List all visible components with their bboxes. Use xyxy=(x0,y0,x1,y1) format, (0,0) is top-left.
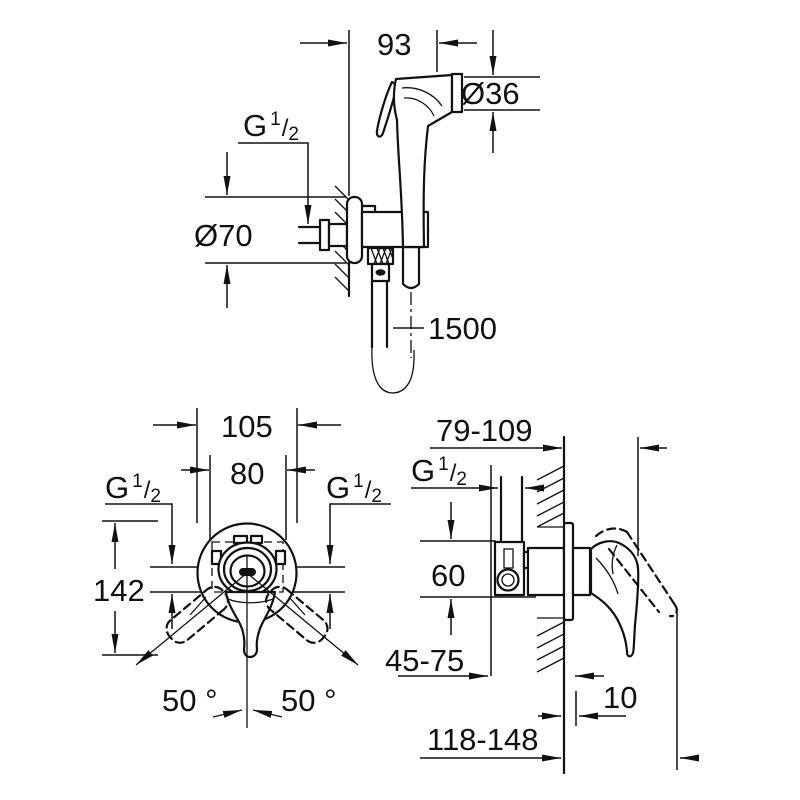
hose-connection xyxy=(366,246,395,283)
wall-section-side xyxy=(536,435,566,775)
angle-50-lines xyxy=(135,556,359,728)
side-port-lines xyxy=(150,566,345,593)
spray-body xyxy=(392,73,454,249)
dim-80-lines xyxy=(181,455,315,540)
dim-1500-label: 1500 xyxy=(428,311,497,346)
dim-60-label: 60 xyxy=(431,558,465,593)
dim-93-lines xyxy=(300,30,477,196)
spray-face-cap xyxy=(450,72,464,114)
valve-body xyxy=(493,540,566,597)
wall-plate xyxy=(345,195,364,265)
dim-45-75-lines xyxy=(398,465,604,680)
dim-118-148-label: 118-148 xyxy=(427,722,538,757)
dim-d36-lines xyxy=(464,30,540,153)
dim-10-lines xyxy=(538,691,626,726)
angle-right-label: 50 ° xyxy=(281,683,337,718)
dim-105-lines xyxy=(153,408,341,523)
dim-10-label: 10 xyxy=(603,680,637,715)
dim-g12-front-leaders xyxy=(105,503,391,629)
dim-79-109-lines xyxy=(430,437,667,556)
spray-trigger xyxy=(375,80,399,138)
spray-handle-end xyxy=(401,246,421,290)
dim-105-label: 105 xyxy=(221,409,273,444)
shower-hose xyxy=(370,279,424,394)
dim-45-75-label: 45-75 xyxy=(385,643,464,678)
dim-93-label: 93 xyxy=(377,27,411,62)
escutcheon-side xyxy=(562,521,575,622)
lever-alt-position xyxy=(594,527,678,618)
dim-d36-label: Ø36 xyxy=(461,76,520,111)
supply-connection xyxy=(297,218,349,252)
dim-d70-label: Ø70 xyxy=(194,218,253,253)
lever-guide-lines xyxy=(189,596,306,616)
dim-60-lines xyxy=(420,502,536,635)
lever-handle-front xyxy=(224,590,277,659)
supply-pipe-side xyxy=(499,475,524,545)
dim-118-148-lines xyxy=(420,612,699,770)
dim-80-label: 80 xyxy=(230,456,264,491)
dim-79-109-label: 79-109 xyxy=(436,413,533,448)
dim-d70-lines xyxy=(205,152,346,308)
dim-142-label: 142 xyxy=(93,573,145,608)
hand-shower xyxy=(375,72,464,290)
angle-left-label: 50 ° xyxy=(162,683,218,718)
